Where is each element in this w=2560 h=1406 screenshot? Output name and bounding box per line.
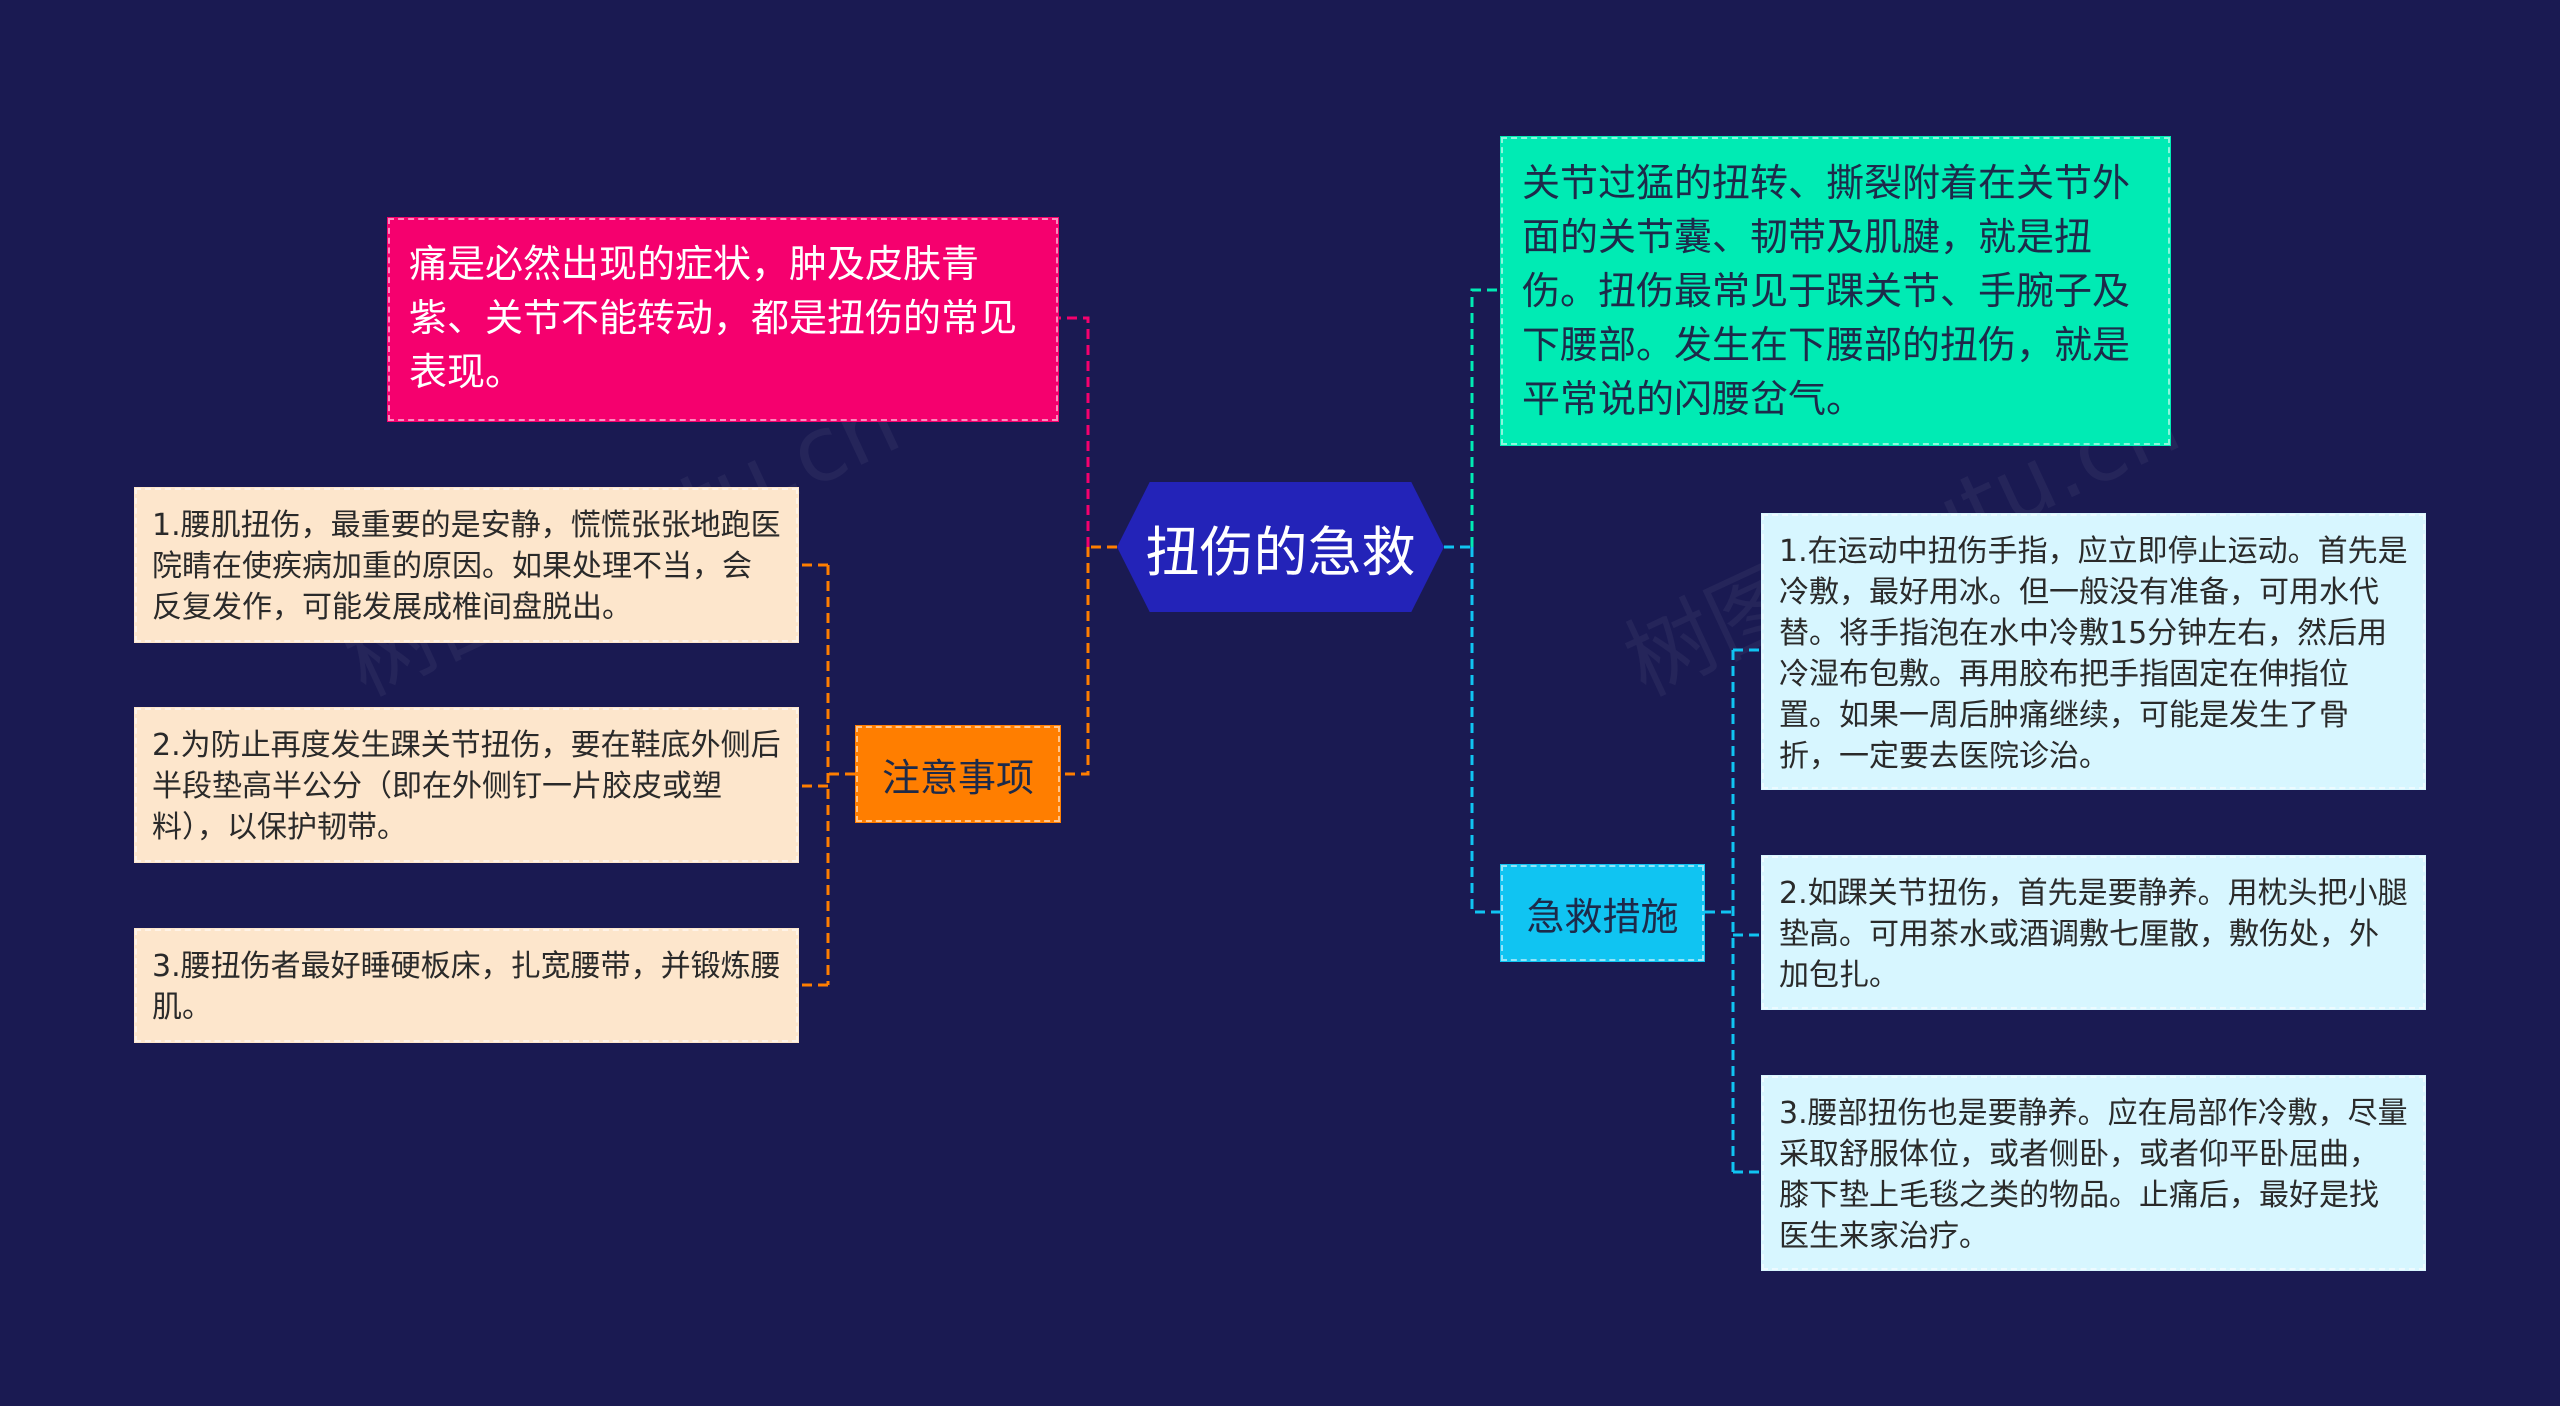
first-aid-leaf-1[interactable]: 1.在运动中扭伤手指，应立即停止运动。首先是冷敷，最好用冰。但一般没有准备，可用… [1761, 513, 2426, 790]
first-aid-leaf-text: 1.在运动中扭伤手指，应立即停止运动。首先是冷敷，最好用冰。但一般没有准备，可用… [1779, 534, 2408, 774]
notes-leaf-2[interactable]: 2.为防止再度发生踝关节扭伤，要在鞋底外侧后半段垫高半公分（即在外侧钉一片胶皮或… [134, 707, 799, 863]
first-aid-leaf-text: 3.腰部扭伤也是要静养。应在局部作冷敷，尽量采取舒服体位，或者侧卧，或者仰平卧屈… [1779, 1096, 2408, 1254]
first-aid-leaf-2[interactable]: 2.如踝关节扭伤，首先是要静养。用枕头把小腿垫高。可用茶水或酒调敷七厘散，敷伤处… [1761, 855, 2426, 1010]
first-aid-branch-node[interactable]: 急救措施 [1500, 864, 1705, 962]
notes-leaf-text: 2.为防止再度发生踝关节扭伤，要在鞋底外侧后半段垫高半公分（即在外侧钉一片胶皮或… [152, 728, 781, 845]
notes-leaf-text: 3.腰扭伤者最好睡硬板床，扎宽腰带，并锻炼腰肌。 [152, 949, 781, 1025]
root-node[interactable]: 扭伤的急救 [1117, 482, 1444, 612]
notes-branch-node[interactable]: 注意事项 [855, 725, 1061, 823]
notes-leaf-text: 1.腰肌扭伤，最重要的是安静，慌慌张张地跑医院睛在使疾病加重的原因。如果处理不当… [152, 508, 781, 625]
definition-node[interactable]: 关节过猛的扭转、撕裂附着在关节外面的关节囊、韧带及肌腱，就是扭伤。扭伤最常见于踝… [1500, 136, 2171, 446]
notes-leaf-3[interactable]: 3.腰扭伤者最好睡硬板床，扎宽腰带，并锻炼腰肌。 [134, 928, 799, 1043]
first-aid-leaf-3[interactable]: 3.腰部扭伤也是要静养。应在局部作冷敷，尽量采取舒服体位，或者侧卧，或者仰平卧屈… [1761, 1075, 2426, 1271]
root-label: 扭伤的急救 [1145, 520, 1416, 584]
definition-text: 关节过猛的扭转、撕裂附着在关节外面的关节囊、韧带及肌腱，就是扭伤。扭伤最常见于踝… [1522, 161, 2131, 421]
notes-branch-label: 注意事项 [881, 755, 1034, 800]
first-aid-leaf-text: 2.如踝关节扭伤，首先是要静养。用枕头把小腿垫高。可用茶水或酒调敷七厘散，敷伤处… [1779, 876, 2408, 993]
first-aid-branch-label: 急救措施 [1526, 894, 1679, 939]
symptom-text: 痛是必然出现的症状，肿及皮肤青紫、关节不能转动，都是扭伤的常见表现。 [409, 242, 1018, 394]
symptom-node[interactable]: 痛是必然出现的症状，肿及皮肤青紫、关节不能转动，都是扭伤的常见表现。 [387, 217, 1059, 422]
notes-leaf-1[interactable]: 1.腰肌扭伤，最重要的是安静，慌慌张张地跑医院睛在使疾病加重的原因。如果处理不当… [134, 487, 799, 643]
